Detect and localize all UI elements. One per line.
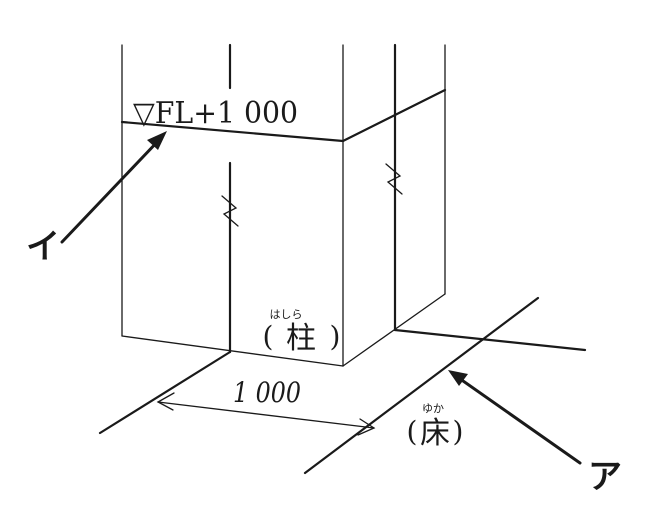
callout-label-a: ア: [588, 457, 622, 497]
floor-paren-close: ): [453, 415, 464, 448]
callout-arrow-i-head: [147, 131, 167, 150]
floor-line-back: [393, 328, 587, 352]
callout-arrow-i-shaft: [60, 137, 162, 244]
floor-paren-open: (: [407, 415, 418, 448]
pillar-ruby: はしら: [270, 308, 303, 321]
break-mark-front: [221, 195, 239, 227]
floor-line-left: [98, 350, 232, 435]
level-mark-label: ▽FL+1 000: [133, 96, 298, 131]
break-mark-side: [385, 163, 403, 195]
floor-line-right: [303, 296, 540, 475]
pillar-paren-close: ): [330, 320, 341, 353]
callout-arrow-a-shaft: [454, 374, 582, 465]
floor-ruby: ゆか: [422, 402, 444, 415]
callout-arrow-a-head: [448, 370, 468, 386]
dimension-arrow-left: [156, 392, 175, 411]
dimension-arrow-right: [357, 418, 376, 436]
pillar-paren-open: (: [263, 320, 274, 353]
dimension-line: [157, 401, 375, 429]
level-line-side: [341, 88, 447, 143]
pillar-bottom-front-edge: [121, 335, 344, 367]
dimension-label: 1 000: [233, 376, 301, 409]
callout-label-i: イ: [26, 227, 60, 267]
level-line-front: [120, 120, 345, 143]
floor-kanji: 床: [420, 416, 450, 451]
pillar-kanji: 柱: [286, 321, 316, 356]
